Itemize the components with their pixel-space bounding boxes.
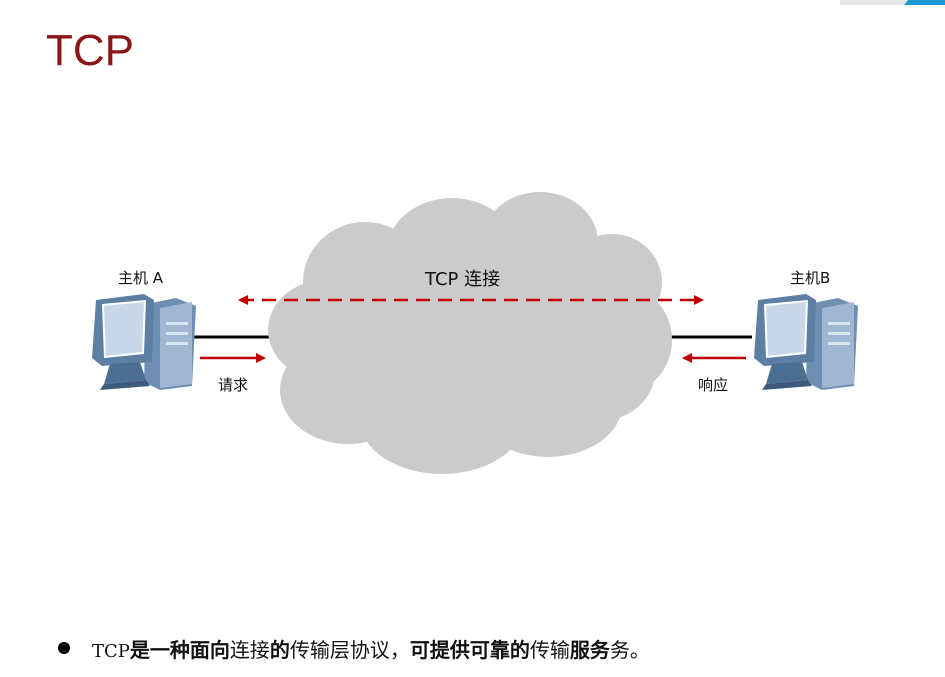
request-label: 请求: [218, 376, 248, 394]
desktop-computer-icon: [92, 294, 196, 390]
bullet-segment: 传输: [529, 637, 570, 662]
bullet-point: TCP是一种面向连接的传输层协议，可提供可靠的传输服务务。: [58, 631, 650, 665]
bullet-segment: 传输层协议，: [289, 637, 410, 662]
corner-decoration: [840, 0, 945, 5]
bullet-segment: 服务: [569, 637, 610, 662]
response-label: 响应: [698, 376, 728, 394]
network-cloud-icon: [268, 192, 672, 474]
desktop-computer-icon: [754, 294, 858, 390]
tcp-connection-label: TCP 连接: [424, 269, 500, 290]
bullet-icon: [58, 642, 70, 654]
bullet-text: TCP是一种面向连接的传输层协议，可提供可靠的传输服务务。: [92, 634, 650, 663]
bullet-segment: 务。: [609, 637, 650, 662]
bullet-segment: TCP: [92, 640, 130, 662]
host-a-label: 主机 A: [118, 269, 164, 287]
bullet-segment: 可提供可靠的: [409, 637, 530, 662]
host-b-label: 主机B: [790, 269, 830, 287]
bullet-segment: 的: [269, 637, 290, 662]
bullet-segment: 连接: [229, 637, 270, 662]
bullet-segment: 是一种面向: [129, 637, 230, 662]
page-title: TCP: [46, 26, 134, 75]
